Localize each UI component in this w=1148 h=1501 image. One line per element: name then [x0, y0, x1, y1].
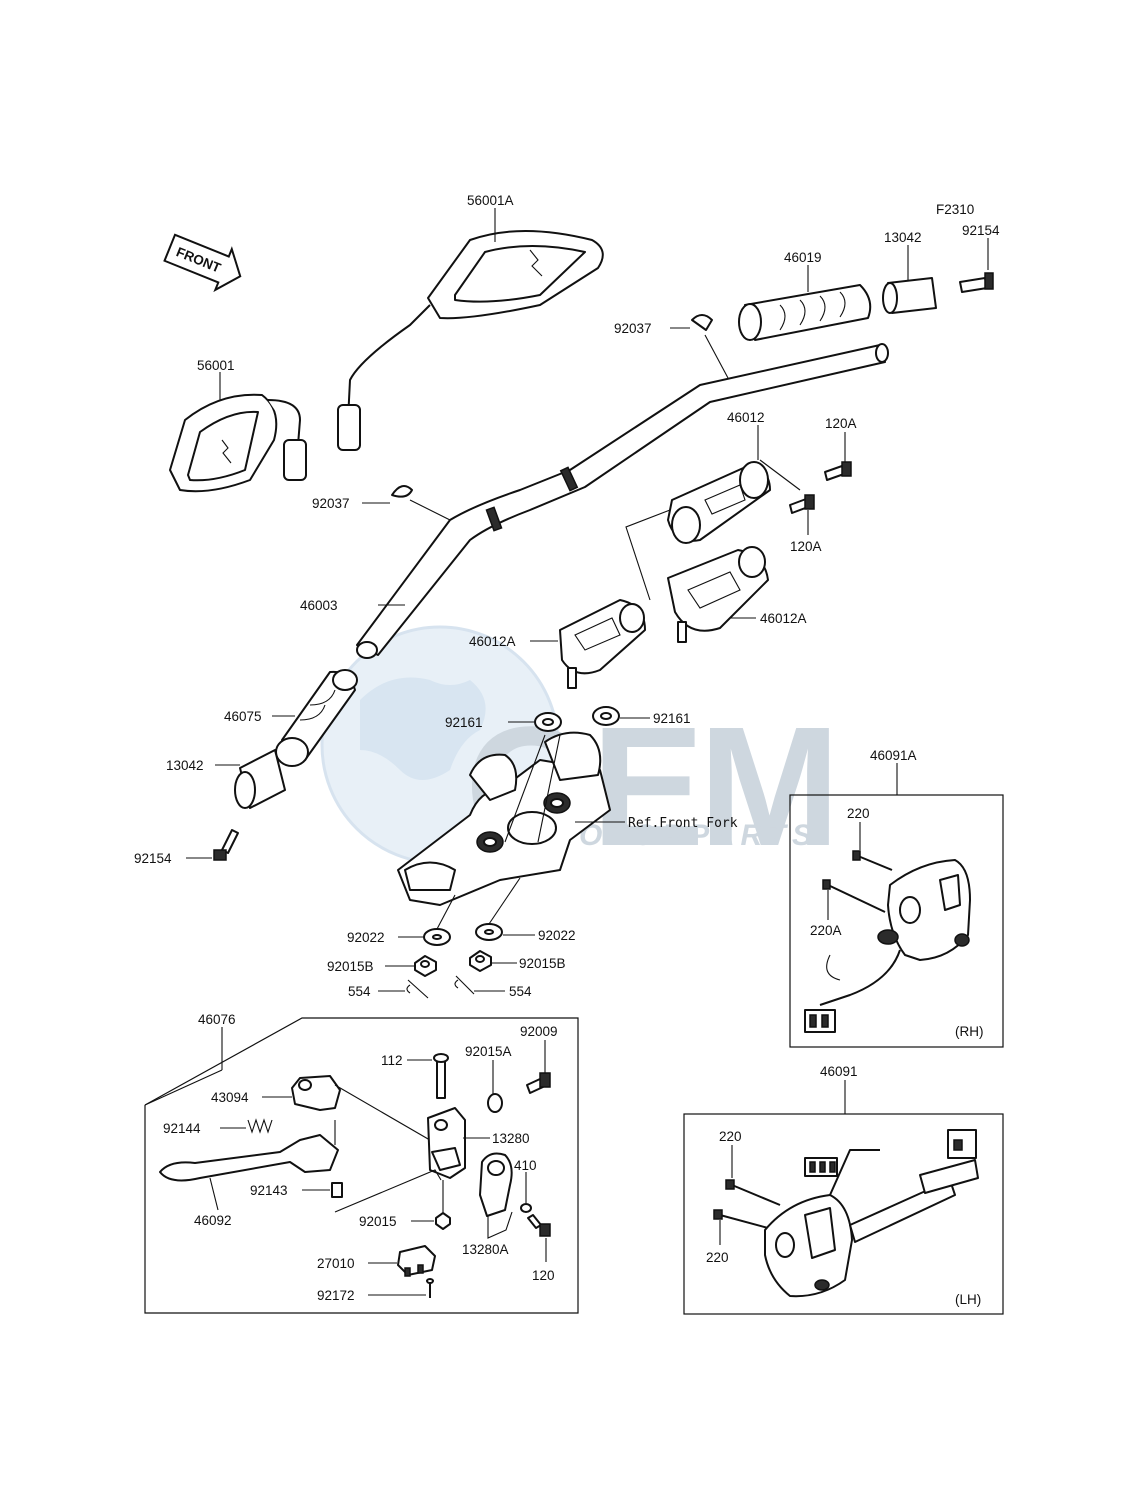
label-46019: 46019	[784, 250, 822, 265]
label-220-rh: 220	[847, 806, 870, 821]
handlebar	[356, 343, 889, 659]
label-120A-lower: 120A	[790, 539, 822, 554]
mirror-left	[169, 372, 307, 493]
bolt-112	[407, 1053, 449, 1099]
holder-lower-left	[530, 599, 646, 689]
front-arrow-icon: FRONT	[163, 233, 242, 293]
label-92009: 92009	[520, 1024, 558, 1039]
mirror-right	[337, 208, 604, 451]
label-13042-right: 13042	[884, 230, 922, 245]
label-92037-top: 92037	[614, 321, 652, 336]
label-92022-left: 92022	[347, 930, 385, 945]
holder-upper	[625, 425, 801, 601]
washer-92161-right	[592, 706, 650, 726]
label-46003: 46003	[300, 598, 338, 613]
nut-92015	[411, 1180, 451, 1230]
label-13280A: 13280A	[462, 1242, 509, 1257]
label-13042-left: 13042	[166, 758, 204, 773]
label-220-lh-top: 220	[719, 1129, 742, 1144]
switch-27010	[368, 1245, 436, 1277]
washer-92161-left	[508, 712, 562, 732]
bracket-13280	[427, 1107, 490, 1179]
nut-92015B-right	[469, 950, 517, 972]
label-46076: 46076	[198, 1012, 236, 1027]
label-46091: 46091	[820, 1064, 858, 1079]
label-56001: 56001	[197, 358, 235, 373]
label-220A-rh: 220A	[810, 923, 842, 938]
label-rh-tag: (RH)	[955, 1024, 984, 1039]
screw-right	[959, 238, 994, 293]
spring-92144	[220, 1118, 273, 1134]
label-554-left: 554	[348, 984, 371, 999]
nut-92015B-left	[385, 955, 437, 977]
bolt-120	[527, 1214, 551, 1262]
bolt-upper-a	[824, 432, 852, 481]
label-92015B-right: 92015B	[519, 956, 566, 971]
label-120: 120	[532, 1268, 555, 1283]
grip-right	[738, 265, 872, 341]
label-46012A-left: 46012A	[469, 634, 516, 649]
switch-rh-box	[789, 763, 1004, 1048]
label-46075: 46075	[224, 709, 262, 724]
label-F2310: F2310	[936, 202, 974, 217]
collar-92143	[302, 1169, 442, 1213]
lever-assembly-box	[144, 1017, 579, 1314]
nut-92015A	[487, 1060, 503, 1113]
clamp-13280A	[479, 1152, 513, 1239]
bolt-upper-b	[789, 494, 815, 535]
screw-92172	[368, 1278, 434, 1298]
label-92172: 92172	[317, 1288, 355, 1303]
label-92015A: 92015A	[465, 1044, 512, 1059]
adjuster-43094	[262, 1075, 436, 1144]
label-92154-right: 92154	[962, 223, 1000, 238]
label-13280: 13280	[492, 1131, 530, 1146]
lever-46092	[159, 1120, 339, 1211]
clip-left	[362, 485, 451, 521]
label-92015: 92015	[359, 1214, 397, 1229]
washer-92022-left	[398, 894, 456, 946]
label-46092: 46092	[194, 1213, 232, 1228]
label-46091A: 46091A	[870, 748, 917, 763]
weight-left	[215, 749, 286, 809]
label-92161-right: 92161	[653, 711, 691, 726]
pin-554-right	[454, 975, 505, 995]
label-92143: 92143	[250, 1183, 288, 1198]
label-554-right: 554	[509, 984, 532, 999]
label-56001A: 56001A	[467, 193, 514, 208]
label-27010: 27010	[317, 1256, 355, 1271]
clip-top	[670, 314, 729, 379]
label-410: 410	[514, 1158, 537, 1173]
screw-left	[186, 829, 239, 861]
holder-lower-right	[667, 546, 769, 643]
label-120A-upper: 120A	[825, 416, 857, 431]
label-43094: 43094	[211, 1090, 249, 1105]
washer-92022-right	[475, 877, 535, 941]
label-92022-right: 92022	[538, 928, 576, 943]
label-92154-left: 92154	[134, 851, 172, 866]
grip-left	[272, 669, 358, 767]
switch-lh-box	[683, 1080, 1004, 1315]
label-92161-left: 92161	[445, 715, 483, 730]
screw-92009	[526, 1040, 551, 1094]
label-46012A-right: 46012A	[760, 611, 807, 626]
steering-stem-head	[397, 731, 625, 906]
label-92037-left: 92037	[312, 496, 350, 511]
label-46012: 46012	[727, 410, 765, 425]
weight-right	[882, 245, 937, 314]
label-92015B-left: 92015B	[327, 959, 374, 974]
label-ref-front-fork: Ref.Front Fork	[628, 816, 738, 831]
oring-410	[520, 1172, 532, 1213]
label-92144: 92144	[163, 1121, 201, 1136]
label-lh-tag: (LH)	[955, 1292, 981, 1307]
watermark-continent	[360, 677, 486, 780]
label-112: 112	[381, 1053, 403, 1068]
pin-554-left	[378, 979, 429, 999]
label-220-lh-bottom: 220	[706, 1250, 729, 1265]
